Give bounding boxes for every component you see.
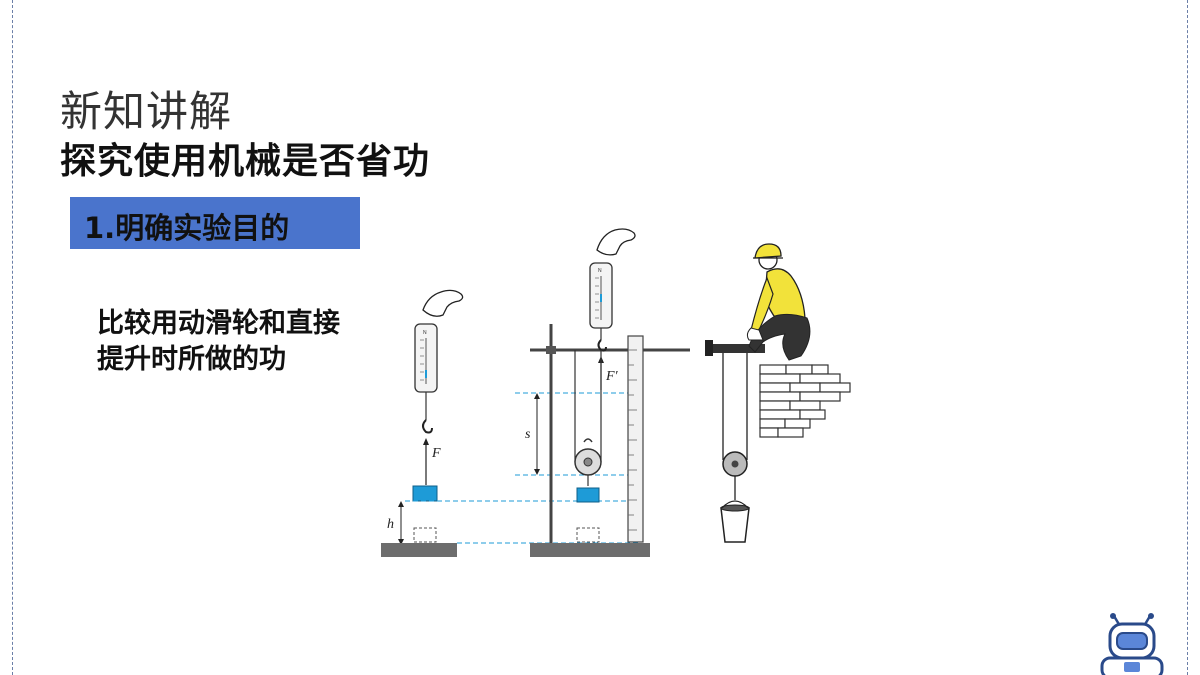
robot-mascot-icon [1100,613,1164,675]
bucket-icon [720,507,750,543]
hook-icon [422,419,433,434]
reference-lines [405,392,640,544]
hand-icon [422,289,464,317]
direct-lift-setup: N F h [381,289,464,557]
hand-icon-top [596,228,636,256]
height-label-h: h [387,517,394,532]
worker-scene [705,243,851,543]
distance-label-s: s [525,427,531,442]
worker-pants [748,313,811,361]
scale-mark-right: N [598,268,602,274]
helmet-icon [753,243,783,259]
scale-mark-left: N [423,330,427,336]
block-right [576,487,600,503]
experiment-illustration: N F h [381,228,851,557]
force-label-f-prime: F′ [605,369,619,384]
section-banner: 1.明确实验目的 [70,197,360,249]
experiment-description: 比较用动滑轮和直接提升时所做的功 [97,308,340,375]
base-left [381,543,457,557]
slide-heading: 新知讲解 [60,87,233,136]
slide-subheading: 探究使用机械是否省功 [60,141,431,182]
block-left [412,485,438,502]
force-label-f: F [431,446,441,461]
brick-wall [759,364,851,438]
right-dashed-border [1187,0,1188,675]
pulley-setup: N F′ s [525,228,690,557]
section-label: 1.明确实验目的 [84,211,290,245]
ruler [627,335,644,543]
stand-base [530,543,650,557]
left-dashed-border [12,0,13,675]
